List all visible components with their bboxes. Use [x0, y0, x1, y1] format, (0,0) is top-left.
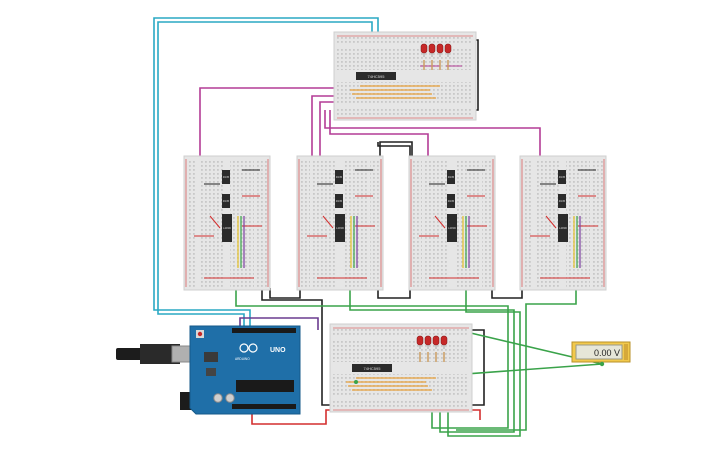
optocoupler-chip[interactable] [222, 170, 230, 184]
led-indicator [420, 43, 428, 57]
wire-red[interactable] [470, 409, 481, 420]
multimeter[interactable]: 0.00 V [354, 341, 631, 384]
led-indicator [440, 335, 448, 349]
chip-label: 4N35 [448, 199, 455, 203]
wire-black[interactable] [377, 288, 411, 299]
middle-breadboards: 4N354N35L293D4N354N35L293D4N354N35L293D4… [183, 155, 607, 291]
multimeter-reading: 0.00 V [594, 348, 620, 358]
chip-label: 4N35 [336, 199, 343, 203]
chip-label: 4N35 [448, 175, 455, 179]
wire-black[interactable] [377, 142, 411, 156]
led-indicator [432, 335, 440, 349]
optocoupler-chip[interactable] [447, 194, 455, 208]
probe-negative[interactable] [354, 380, 358, 384]
chip-label: 4N35 [223, 175, 230, 179]
arduino-uno-board[interactable]: UNO ARDUINO [116, 325, 301, 415]
optocoupler-chip[interactable] [335, 170, 343, 184]
arduino-logo-icon [239, 343, 258, 353]
probe-positive[interactable] [599, 361, 605, 367]
wire-black[interactable] [491, 288, 523, 299]
wire-layer [153, 17, 603, 437]
wire-purple[interactable] [239, 317, 319, 330]
led-group [420, 43, 452, 57]
wire-black[interactable] [379, 141, 413, 156]
chip-label: 4N35 [336, 175, 343, 179]
wire-black[interactable] [261, 288, 323, 330]
wire-cyan[interactable] [153, 17, 379, 326]
atmega-chip [236, 380, 294, 392]
driver-ic[interactable] [222, 214, 232, 242]
wire-cyan[interactable] [157, 21, 373, 326]
driver-ic[interactable] [447, 214, 457, 242]
led-indicator [424, 335, 432, 349]
multimeter-display [575, 344, 623, 360]
chip-label: 4N35 [559, 199, 566, 203]
uno-label: UNO [270, 347, 286, 354]
wire-green[interactable] [235, 288, 509, 429]
driver-ic[interactable] [335, 214, 345, 242]
chip-label: L293D [448, 226, 456, 230]
chip-label: L293D [223, 226, 231, 230]
led-indicator [444, 43, 452, 57]
chip-label: 74HC595 [364, 366, 382, 371]
chip-label: L293D [336, 226, 344, 230]
usb-cable-plug[interactable] [116, 348, 144, 360]
driver-ic[interactable] [558, 214, 568, 242]
led-indicator [428, 43, 436, 57]
chip-label: 4N35 [223, 199, 230, 203]
optocoupler-chip[interactable] [335, 194, 343, 208]
optocoupler-chip[interactable] [558, 170, 566, 184]
chip-label: L293D [559, 226, 567, 230]
wire-black[interactable] [269, 288, 301, 299]
brand-label: ARDUINO [235, 357, 250, 361]
wire-black[interactable] [468, 329, 485, 406]
chip-label: 4N35 [559, 175, 566, 179]
optocoupler-chip[interactable] [558, 194, 566, 208]
bottom-breadboard[interactable]: 74HC595 [329, 323, 473, 413]
optocoupler-chip[interactable] [447, 170, 455, 184]
led-indicator [416, 335, 424, 349]
wire-green[interactable] [447, 288, 521, 437]
shift-register-chip[interactable] [356, 72, 396, 80]
shift-register-chip[interactable] [352, 364, 392, 372]
led-indicator [436, 43, 444, 57]
wire-green[interactable] [456, 288, 577, 431]
led-group [416, 335, 448, 349]
optocoupler-chip[interactable] [222, 194, 230, 208]
top-breadboard[interactable]: 74HC595 [333, 31, 477, 121]
chip-label: 74HC595 [368, 74, 386, 79]
